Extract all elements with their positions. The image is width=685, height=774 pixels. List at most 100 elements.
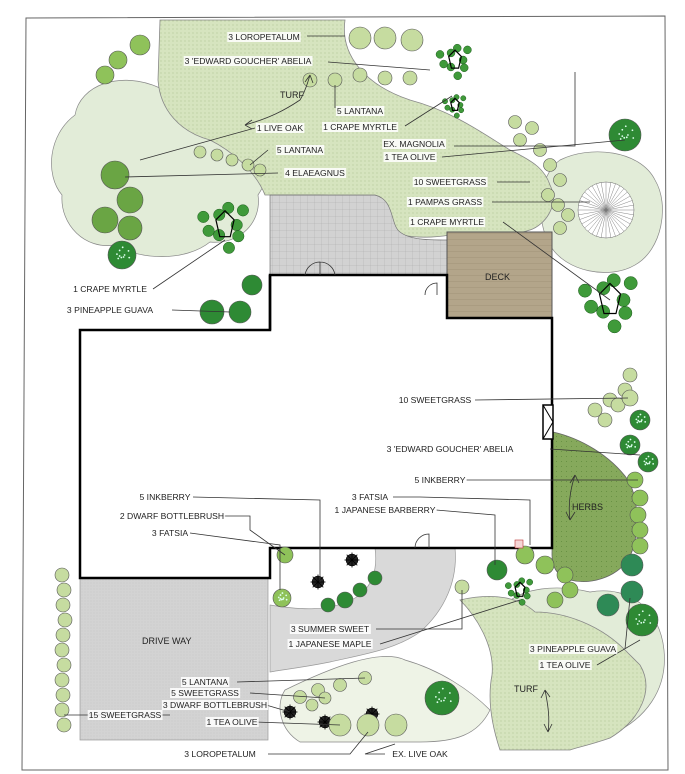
plant-label-l08: EX. MAGNOLIA	[383, 139, 445, 149]
leader-l02	[327, 61, 431, 71]
crape-leaf-cluster	[523, 592, 531, 600]
grass-blade	[605, 188, 625, 211]
shrub-texture	[122, 256, 125, 258]
plant-label-l29: 3 DWARF BOTTLEBRUSH	[163, 700, 267, 710]
leader-l24	[379, 599, 521, 645]
crape-leaf-cluster	[232, 230, 245, 243]
loropetalum-symbol	[373, 26, 397, 50]
shrub-texture	[629, 438, 632, 441]
shrub-texture	[648, 461, 651, 463]
bottlebrush-spike	[371, 708, 378, 715]
shrub-texture	[128, 256, 131, 259]
elaeagnus-symbol	[117, 215, 143, 241]
grass-blade	[600, 182, 607, 211]
leader-l12	[502, 221, 611, 301]
house-outline	[78, 273, 554, 580]
shrub-texture	[638, 613, 641, 616]
sweetgrass-symbol	[54, 567, 70, 583]
shrub-texture	[278, 599, 281, 602]
inkberry-symbol	[556, 566, 574, 584]
plant-label-l16: 3 'EDWARD GOUCHER' ABELIA	[387, 444, 514, 454]
japanese-maple-symbol	[505, 577, 533, 606]
crape-leaf-cluster	[584, 299, 598, 314]
bottlebrush-spike	[289, 711, 296, 718]
bottlebrush-spike	[289, 706, 296, 713]
sweetgrass-symbol	[587, 402, 603, 418]
shrub-texture	[641, 610, 644, 613]
turf-bottom-arrow	[540, 689, 553, 733]
plant-label-l14: 3 PINEAPPLE GUAVA	[67, 305, 153, 315]
inkberry-symbol	[629, 506, 647, 524]
shrub-texture	[626, 446, 629, 449]
shrub-texture	[633, 441, 636, 443]
shrub-texture	[279, 594, 282, 596]
sweetgrass-symbol	[597, 412, 613, 428]
crape-leaf-cluster	[202, 224, 215, 237]
sweetgrass-symbol	[56, 657, 72, 673]
leader-l25	[624, 597, 631, 650]
shrub-texture	[639, 413, 642, 416]
inkberry-symbol	[631, 537, 649, 555]
plant-label-l27: 5 LANTANA	[182, 677, 228, 687]
pineapple-guava-symbol	[620, 553, 644, 577]
bottlebrush-spike	[346, 559, 353, 566]
grass-blade	[591, 185, 607, 211]
bottlebrush-spike	[284, 706, 291, 713]
grass-blade	[605, 183, 616, 211]
crape-myrtle-west	[197, 201, 249, 254]
shrub-texture	[127, 249, 130, 252]
shrub-texture	[644, 463, 647, 466]
inkberry-symbol	[631, 521, 649, 539]
bottlebrush-spike	[284, 711, 291, 718]
fatsia-symbol	[272, 588, 292, 608]
crape-leaf-cluster	[444, 104, 451, 111]
leader-l13	[152, 239, 226, 290]
shrub-texture	[621, 135, 624, 138]
plant-label-l28: 5 SWEETGRASS	[171, 688, 239, 698]
crape-leaf-cluster	[618, 306, 633, 320]
shrub-texture	[434, 696, 437, 698]
leaders-layer	[64, 35, 641, 755]
plant-label-l18: 5 INKBERRY	[140, 492, 191, 502]
crape-leaf-cluster	[578, 283, 592, 298]
plant-label-l24: 1 JAPANESE MAPLE	[289, 639, 372, 649]
label-backing	[391, 749, 449, 759]
shrub-texture	[640, 420, 643, 423]
leader-l09	[441, 139, 626, 158]
sweetgrass-symbol	[54, 702, 70, 718]
crape-leaf-cluster	[607, 319, 622, 334]
deck-door	[424, 282, 438, 296]
shrub-texture	[644, 619, 646, 621]
shrub-texture	[118, 249, 121, 252]
bottlebrush-spike	[324, 716, 331, 723]
sweetgrass-symbol	[513, 133, 527, 147]
shrub-texture	[120, 256, 123, 259]
shrub-texture	[638, 620, 641, 623]
sweetgrass-symbol	[56, 717, 72, 733]
shrub-texture	[279, 597, 282, 600]
shrub-texture	[116, 253, 118, 256]
sweetgrass-symbol	[541, 188, 555, 202]
bottlebrush-spike	[319, 716, 326, 723]
shrub-texture	[632, 137, 635, 139]
leader-l08	[454, 72, 576, 147]
pineapple-guava-symbol	[241, 274, 263, 296]
leader-l16	[549, 448, 641, 456]
grass-blade	[605, 209, 628, 229]
label-backing	[255, 123, 305, 133]
abelia-symbol	[629, 409, 651, 431]
shrub-texture	[627, 444, 630, 447]
crape-leaf-cluster	[526, 578, 533, 586]
crape-myrtle-east	[578, 273, 638, 334]
leader-l06	[249, 149, 269, 166]
shrub-texture	[640, 621, 643, 624]
front-door	[414, 533, 430, 549]
plant-label-l22: 3 FATSIA	[152, 528, 188, 538]
turf-bottom-label: TURF	[514, 684, 538, 694]
lantana-symbol	[302, 72, 318, 88]
label-backing	[227, 32, 301, 42]
crape-leaf-cluster	[435, 50, 445, 59]
shrub-texture	[652, 462, 655, 465]
bottlebrush-spike	[351, 554, 358, 561]
